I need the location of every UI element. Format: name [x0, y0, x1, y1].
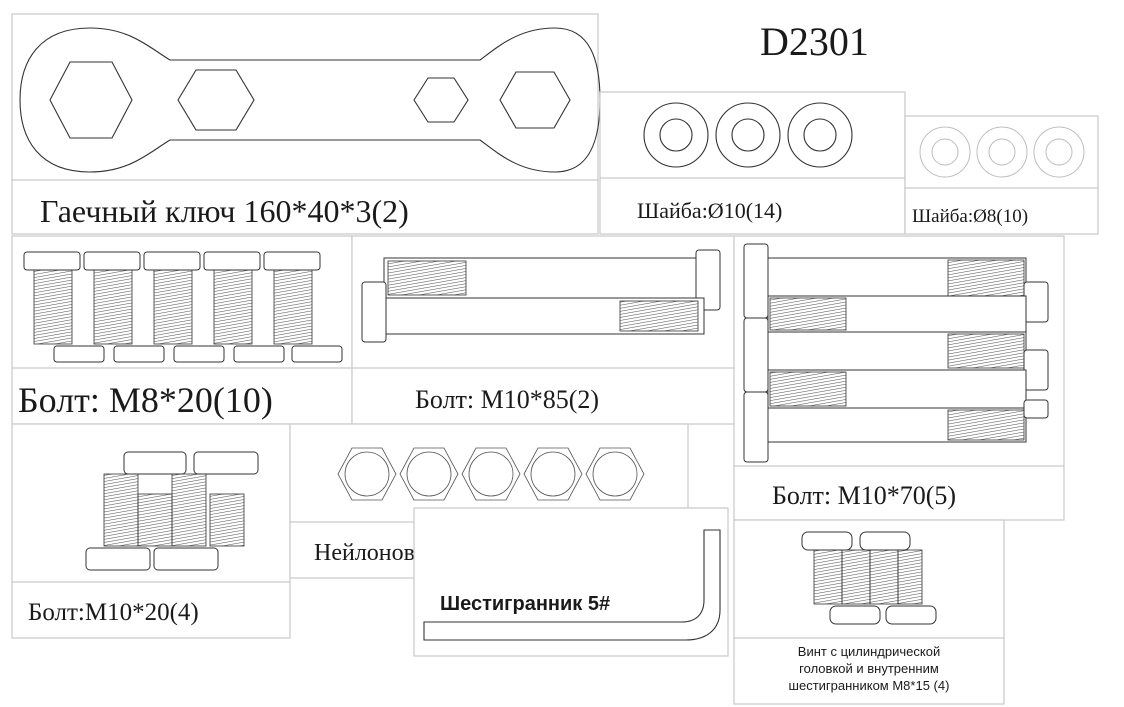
hex-key-panel: Шестигранник 5# — [413, 507, 729, 657]
washer10-panel: Шайба:Ø10(14) — [599, 91, 906, 235]
socket-screw-label-line-3: шестигранником M8*15 (4) — [789, 678, 950, 693]
washer8-panel: Шайба:Ø8(10) — [904, 115, 1099, 235]
bolt-m10x85-panel: Болт: M10*85(2) — [351, 235, 735, 425]
bolt-m10x20-panel: Болт:M10*20(4) — [11, 423, 291, 639]
wrench-panel: Гаечный ключ 160*40*3(2) — [11, 13, 601, 235]
bolt-m10x85-label: Болт: M10*85(2) — [415, 385, 599, 414]
washer10-label: Шайба:Ø10(14) — [637, 198, 782, 223]
bolt-m10x20-label: Болт:M10*20(4) — [28, 599, 199, 626]
socket-screw-panel: Винт с цилиндрической головкой и внутрен… — [733, 519, 1005, 705]
bolt-m8x20-drawing — [23, 251, 343, 363]
washer8-label: Шайба:Ø8(10) — [912, 206, 1028, 227]
hex-key-label: Шестигранник 5# — [440, 593, 610, 615]
bolt-m10x70-label: Болт: M10*70(5) — [772, 481, 956, 510]
bolt-m10x20-drawing — [85, 451, 259, 571]
washer8-drawing — [919, 126, 1085, 178]
washer10-drawing — [643, 102, 853, 168]
bolt-m8x20-panel: Болт: M8*20(10) — [11, 235, 353, 425]
diagram-title: D2301 — [760, 19, 869, 64]
bolt-m10x70-drawing — [743, 243, 1049, 463]
socket-screw-label-line-1: Винт с цилиндрической — [798, 644, 940, 659]
wrench-label: Гаечный ключ 160*40*3(2) — [40, 193, 409, 229]
hex-key-drawing — [423, 529, 721, 641]
wrench-drawing — [19, 27, 601, 173]
nylon-nut-drawing — [337, 447, 645, 501]
bolt-m8x20-label: Болт: M8*20(10) — [18, 380, 273, 420]
bolt-m10x70-panel: Болт: M10*70(5) — [733, 235, 1065, 521]
socket-screw-label-line-2: головкой и внутренним — [799, 661, 939, 676]
socket-screw-drawing — [801, 531, 937, 625]
bolt-m10x85-drawing — [361, 249, 721, 343]
